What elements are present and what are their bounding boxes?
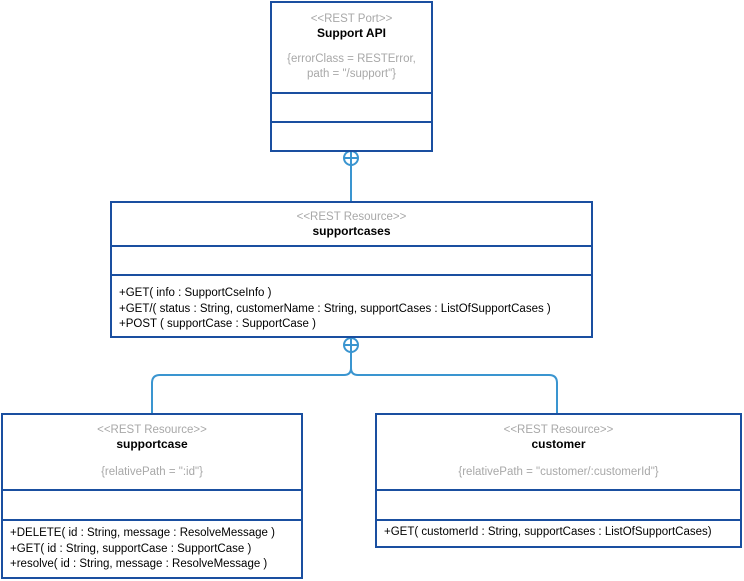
containment-circle-icon bbox=[343, 150, 359, 166]
operations-compartment: +GET( customerId : String, supportCases … bbox=[377, 519, 740, 546]
class-name: supportcases bbox=[312, 224, 391, 238]
operation: +resolve( id : String, message : Resolve… bbox=[10, 558, 268, 570]
operations-compartment: +GET( info : SupportCseInfo ) +GET/( sta… bbox=[112, 274, 591, 336]
operation: +DELETE( id : String, message : ResolveM… bbox=[10, 527, 275, 539]
class-name: customer bbox=[531, 437, 586, 451]
tagged-value: {relativePath = "customer/:customerId"} bbox=[458, 466, 659, 478]
operations-compartment bbox=[272, 121, 431, 150]
stereotype-label: <<REST Resource>> bbox=[296, 211, 407, 223]
stereotype-label: <<REST Resource>> bbox=[503, 424, 614, 436]
class-name: supportcase bbox=[116, 437, 188, 451]
attributes-compartment bbox=[272, 92, 431, 121]
class-header: <<REST Port>> Support API {errorClass = … bbox=[272, 3, 431, 92]
class-name: Support API bbox=[317, 26, 386, 40]
tagged-value: {relativePath = ":id"} bbox=[101, 466, 203, 478]
operation: +GET( info : SupportCseInfo ) bbox=[119, 287, 272, 299]
connector-supportcases-supportcase bbox=[151, 352, 352, 413]
operation: +GET( customerId : String, supportCases … bbox=[384, 526, 712, 538]
customer-class[interactable]: <<REST Resource>> customer {relativePath… bbox=[375, 413, 742, 548]
tagged-value: path = "/support"} bbox=[306, 68, 397, 80]
tagged-value: {errorClass = RESTError, bbox=[287, 53, 416, 65]
operation: +GET/( status : String, customerName : S… bbox=[119, 302, 551, 315]
supportcases-class[interactable]: <<REST Resource>> supportcases +GET( inf… bbox=[110, 201, 593, 338]
class-header: <<REST Resource>> supportcases bbox=[112, 203, 591, 245]
support-api-class[interactable]: <<REST Port>> Support API {errorClass = … bbox=[270, 1, 433, 152]
attributes-compartment bbox=[377, 489, 740, 519]
class-header: <<REST Resource>> supportcase {relativeP… bbox=[3, 415, 301, 489]
attributes-compartment bbox=[112, 245, 591, 274]
operation: +GET( id : String, supportCase : Support… bbox=[10, 542, 252, 555]
stereotype-label: <<REST Resource>> bbox=[97, 424, 207, 436]
attributes-compartment bbox=[3, 489, 301, 519]
supportcase-class[interactable]: <<REST Resource>> supportcase {relativeP… bbox=[1, 413, 303, 579]
operation: +POST ( supportCase : SupportCase ) bbox=[119, 318, 316, 330]
connector-supportcases-customer bbox=[350, 352, 558, 413]
class-header: <<REST Resource>> customer {relativePath… bbox=[377, 415, 740, 489]
stereotype-label: <<REST Port>> bbox=[310, 13, 393, 25]
operations-compartment: +DELETE( id : String, message : ResolveM… bbox=[3, 519, 301, 577]
containment-circle-icon bbox=[343, 337, 359, 353]
